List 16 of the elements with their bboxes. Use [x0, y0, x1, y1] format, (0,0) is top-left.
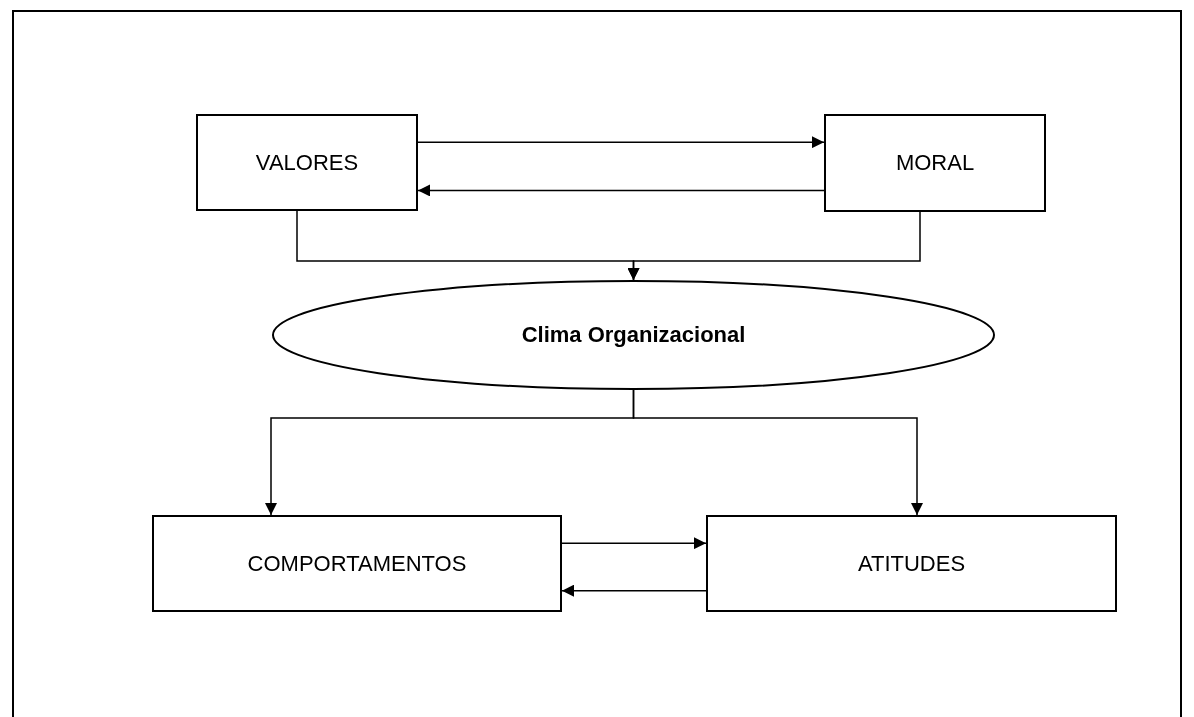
arrow [632, 389, 923, 516]
node-label: VALORES [255, 149, 359, 176]
process-box [196, 114, 418, 211]
node-label: Clima Organizacional [521, 322, 746, 348]
process-box [706, 515, 1117, 612]
arrow [417, 136, 825, 149]
process-box [152, 515, 562, 612]
arrow [417, 184, 825, 197]
process-box [824, 114, 1046, 212]
arrow [561, 584, 707, 597]
node-label: COMPORTAMENTOS [247, 550, 467, 577]
node-label: MORAL [895, 150, 975, 176]
arrow [627, 211, 921, 281]
node-label: ATITUDES [857, 550, 966, 577]
process-ellipse [272, 280, 995, 390]
arrow [561, 537, 707, 550]
